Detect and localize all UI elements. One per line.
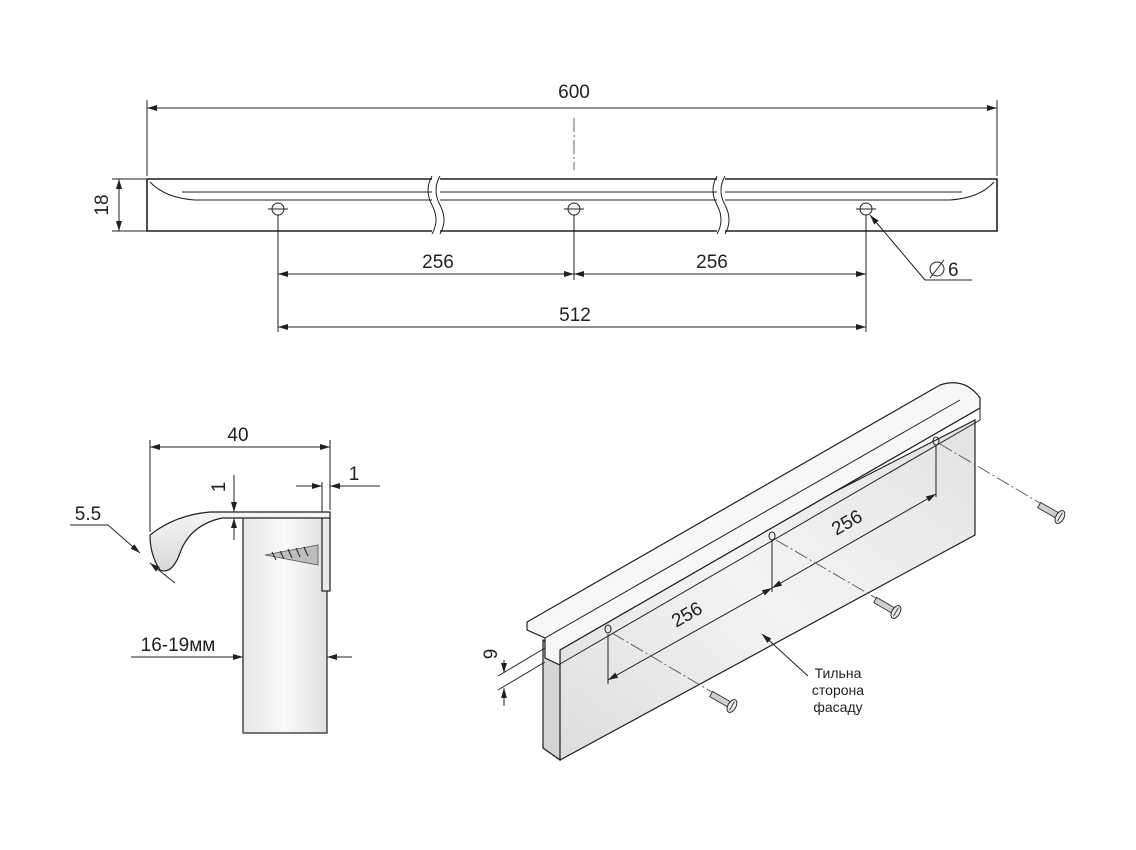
isometric-view: 256 256 9 Тильна сторона bbox=[481, 382, 1066, 762]
profile-right-segment bbox=[725, 178, 998, 232]
diameter-icon bbox=[929, 259, 945, 279]
break-mark-right-a bbox=[712, 175, 722, 235]
break-mark-left-a bbox=[427, 175, 437, 235]
iso-screw-axis-left bbox=[611, 632, 723, 699]
spacing-left-label: 256 bbox=[422, 252, 454, 273]
top-view: 600 18 256 256 bbox=[92, 82, 998, 332]
overall-length-label: 600 bbox=[558, 82, 590, 103]
iso-screw-axis-center bbox=[775, 539, 887, 605]
profile-middle-groove bbox=[440, 191, 717, 201]
tip-leader-b bbox=[149, 562, 176, 584]
iso-screw-axis-right bbox=[939, 443, 1051, 510]
hole-diameter-label: 6 bbox=[948, 260, 959, 281]
cross-section-view: 40 1 1 5.5 16-19мм bbox=[70, 425, 380, 734]
back-side-note-line2: сторона bbox=[812, 682, 864, 698]
iso-hole-right bbox=[932, 436, 940, 446]
profile-back-wall bbox=[321, 512, 331, 592]
profile-right-lip bbox=[725, 181, 995, 201]
profile-width-label: 40 bbox=[227, 425, 248, 446]
total-spacing-label: 512 bbox=[559, 305, 591, 326]
screw-thread bbox=[271, 546, 309, 561]
iso-profile-front-edge bbox=[559, 407, 981, 665]
spacing-right-label: 256 bbox=[696, 252, 728, 273]
facade-thickness-label: 16-19мм bbox=[141, 635, 216, 656]
iso-ext-9-top bbox=[497, 647, 546, 677]
wall-thickness-label: 1 bbox=[349, 464, 360, 485]
profile-left-segment bbox=[146, 178, 432, 232]
iso-spacing-line-left bbox=[607, 587, 773, 681]
lip-thickness-label: 1 bbox=[209, 482, 230, 493]
tip-leader-a bbox=[107, 524, 141, 554]
iso-ext-9-bottom bbox=[497, 661, 546, 691]
back-side-note-line1: Тильна bbox=[815, 665, 862, 681]
break-mark-right-b bbox=[720, 175, 730, 235]
back-side-leader bbox=[761, 633, 809, 677]
break-mark-left-b bbox=[435, 175, 445, 235]
iso-spacing-line-right bbox=[771, 493, 937, 589]
iso-height-label: 9 bbox=[481, 649, 502, 660]
back-side-note-line3: фасаду bbox=[813, 699, 862, 715]
height-label: 18 bbox=[92, 194, 113, 215]
tip-radius-label: 5.5 bbox=[75, 504, 101, 525]
diameter-leader bbox=[869, 214, 926, 281]
screw-in-panel bbox=[264, 544, 319, 566]
profile-left-lip bbox=[149, 181, 432, 201]
screw-icon bbox=[709, 690, 738, 713]
profile-middle-segment bbox=[440, 178, 717, 232]
screw-icon bbox=[1037, 501, 1066, 524]
screw-icon bbox=[873, 596, 902, 619]
